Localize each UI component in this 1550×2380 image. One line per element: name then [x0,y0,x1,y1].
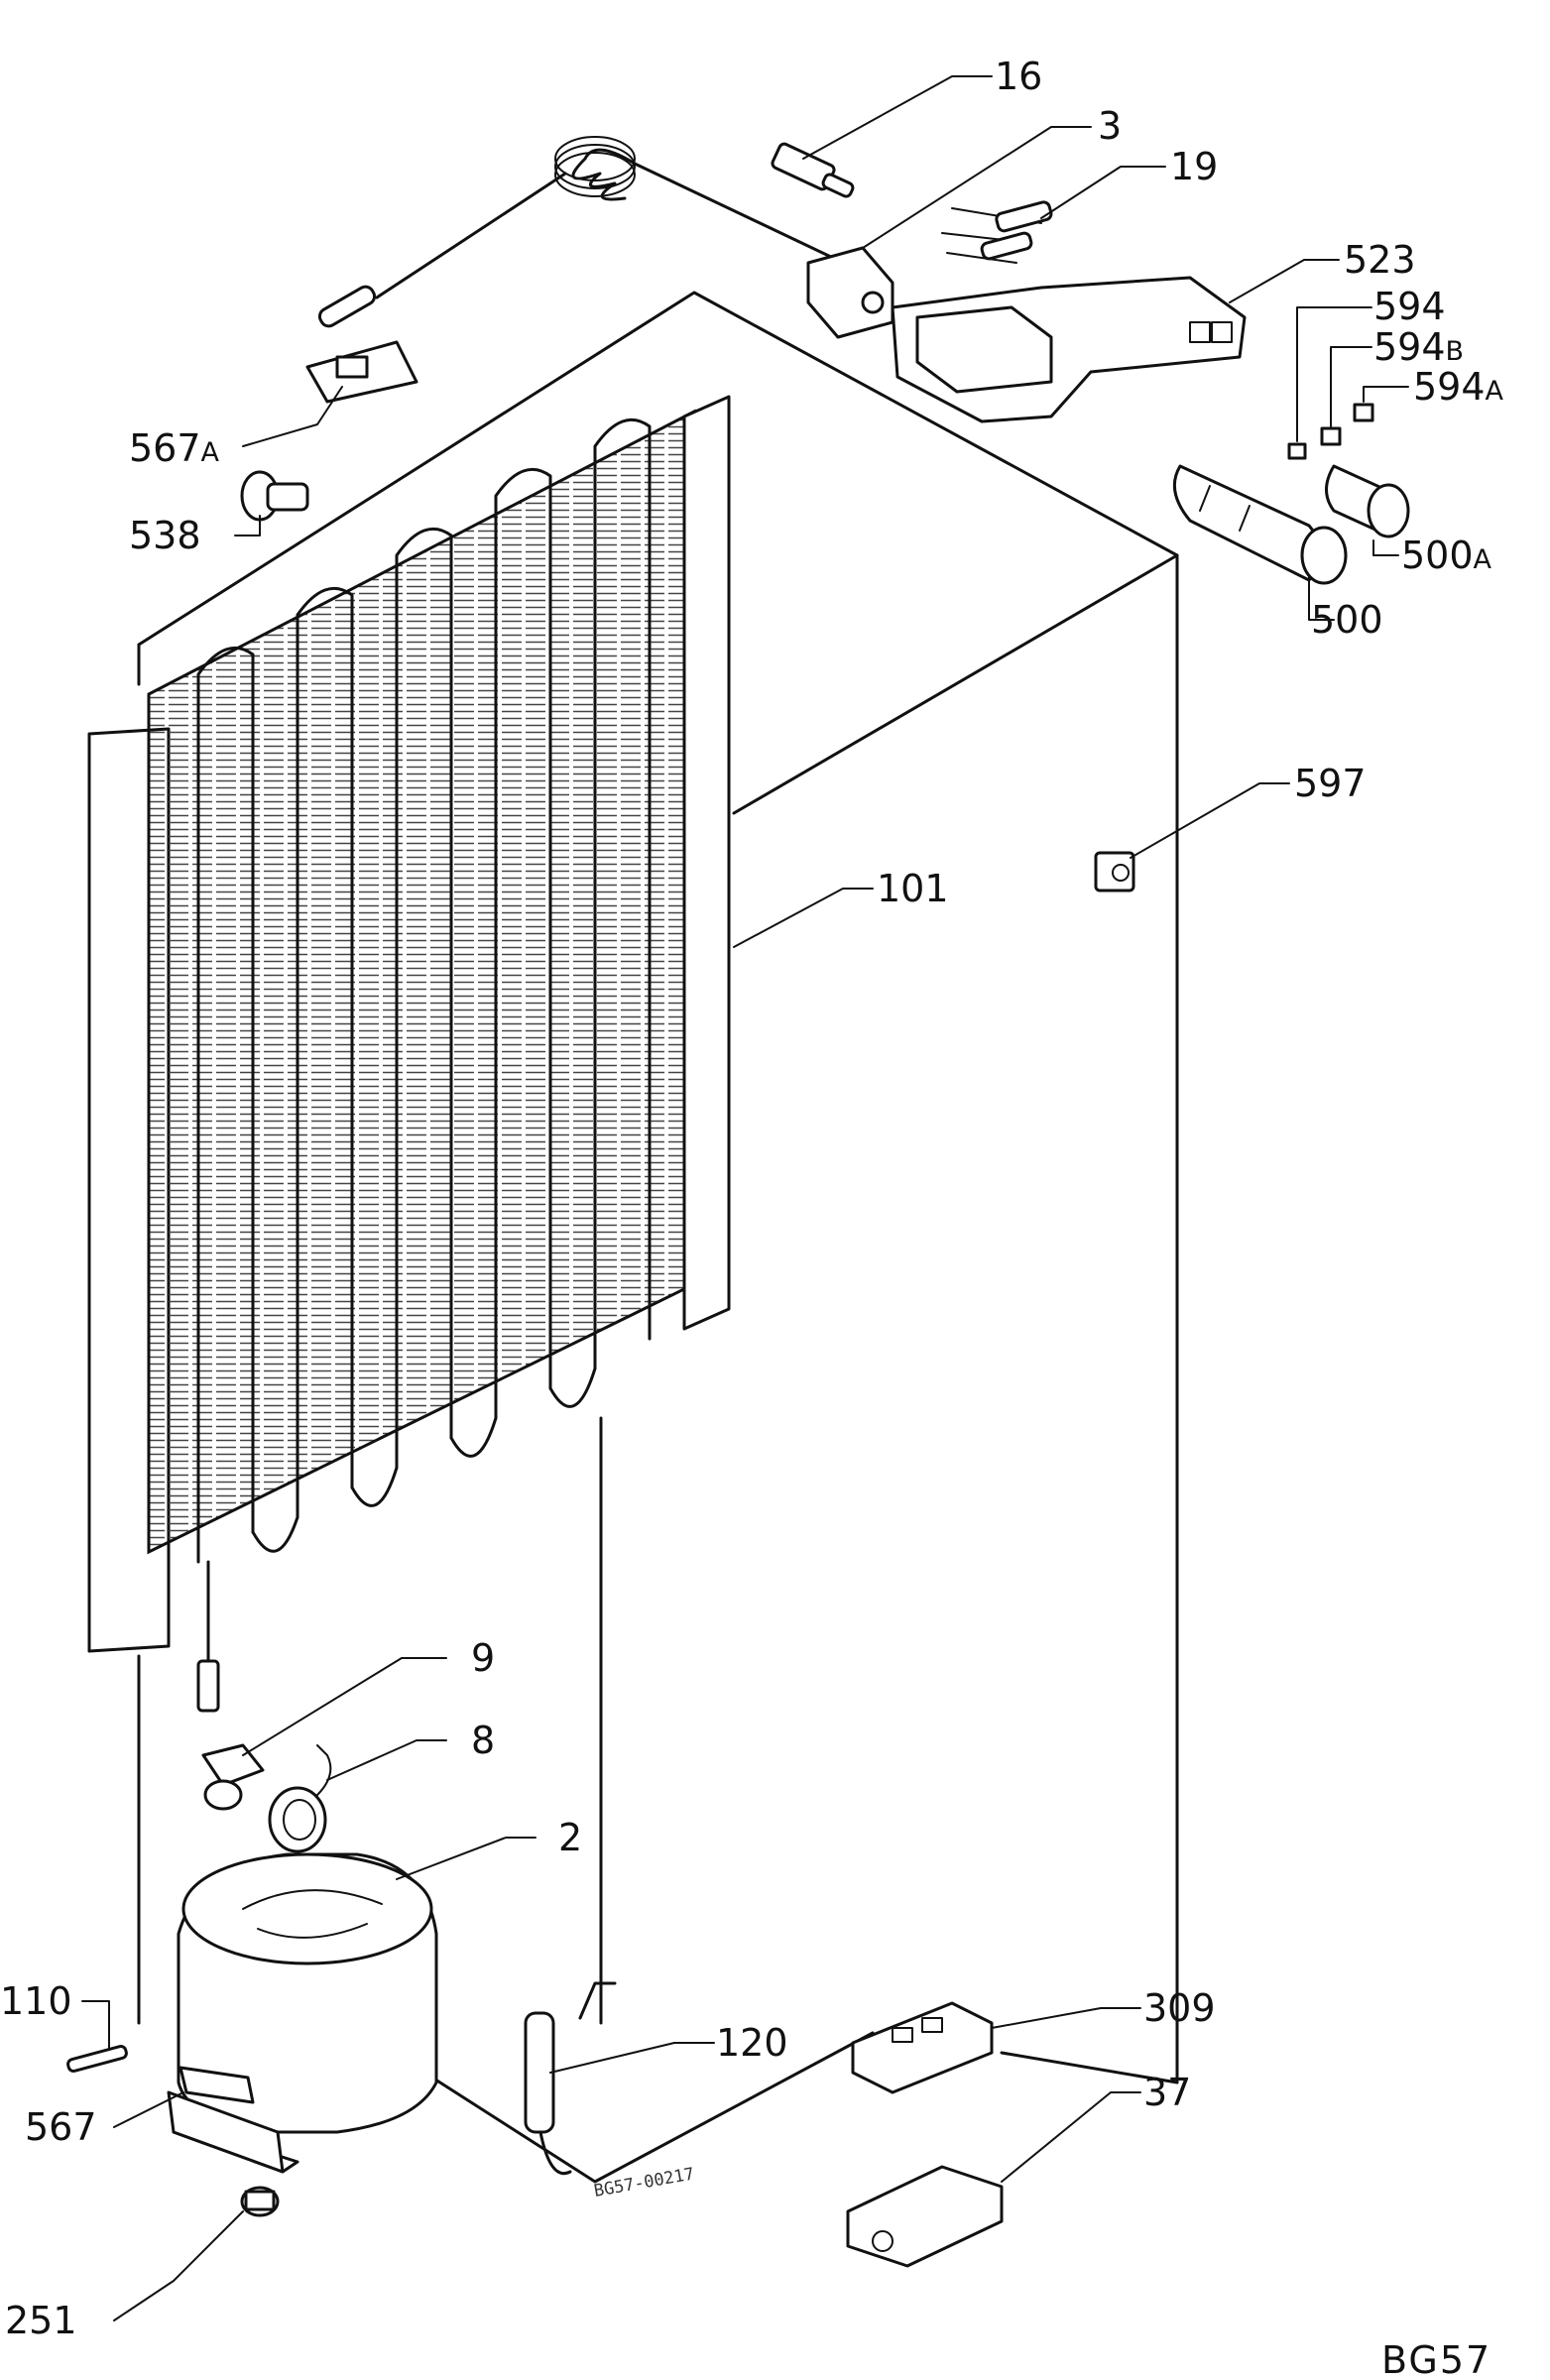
label-2: 2 [558,1816,582,1859]
label-120: 120 [716,2021,788,2065]
label-9: 9 [471,1636,495,1680]
part-2-compressor [167,1852,438,2174]
label-594: 594 [1373,285,1446,328]
part-labels: 16 3 19 523 594 594B 594A 567A 538 500A … [0,55,1504,2342]
label-110: 110 [0,1979,72,2023]
part-8-cap [268,1744,332,1853]
part-16-lamp [771,142,855,198]
label-567a: 567A [129,426,220,470]
leader-lines [81,75,1409,2321]
label-8: 8 [471,1719,495,1762]
part-19-connectors [941,200,1053,264]
condenser [87,395,731,1713]
label-37: 37 [1143,2071,1191,2114]
part-538-grommet [240,470,309,522]
drawing-code: BG57 [1381,2338,1491,2380]
label-538: 538 [129,514,201,557]
label-101: 101 [877,867,949,910]
label-19: 19 [1170,145,1218,188]
label-16: 16 [995,55,1042,98]
thermostat-capillary [317,136,835,328]
part-500a-roller [1325,464,1410,538]
label-523: 523 [1344,238,1416,282]
label-500a: 500A [1401,534,1492,577]
part-567a-clip [305,340,418,404]
label-251: 251 [5,2299,77,2342]
condenser-tubes [196,417,652,1713]
label-594b: 594B [1373,325,1464,369]
part-9-relay [201,1743,265,1811]
label-567: 567 [25,2105,97,2149]
label-500: 500 [1311,598,1383,642]
part-37-hinge [846,2165,1004,2268]
part-500-roller [1172,464,1348,585]
part-251-foot [240,2186,280,2217]
part-523-housing [891,276,1247,423]
part-3-thermostat [806,246,894,339]
label-597: 597 [1294,762,1367,805]
label-594a: 594A [1413,365,1504,409]
part-567-mount [179,2066,255,2104]
label-309: 309 [1143,1986,1216,2030]
part-110-pin [66,2045,128,2073]
drawing-stamp: BG57-00217 [592,2164,695,2201]
part-594-blocks [1287,403,1374,460]
label-3: 3 [1098,104,1122,148]
part-309-hinge [851,2001,994,2094]
part-597-clip [1094,851,1135,892]
